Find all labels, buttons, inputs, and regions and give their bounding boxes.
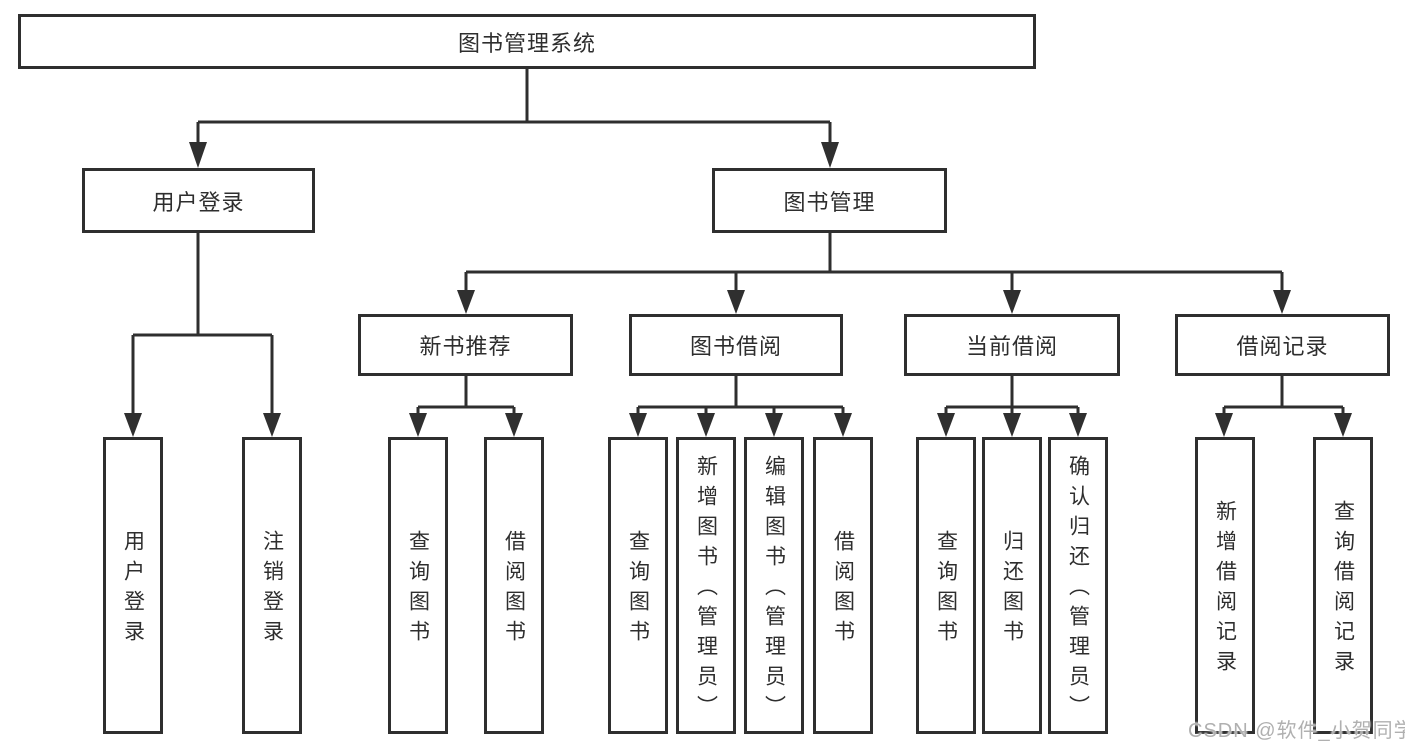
node-borrowing-records: 借阅记录 [1175, 314, 1390, 376]
node-current-borrowing: 当前借阅 [904, 314, 1120, 376]
leaf-current-query-books: 查询图书 [916, 437, 976, 734]
leaf-current-confirm-return-admin: 确认归还（管理员） [1048, 437, 1108, 734]
leaf-borrowing-edit-books-admin: 编辑图书（管理员） [744, 437, 804, 734]
node-root: 图书管理系统 [18, 14, 1036, 69]
leaf-borrowing-add-books-admin: 新增图书（管理员） [676, 437, 736, 734]
node-book-borrowing: 图书借阅 [629, 314, 843, 376]
node-new-book-recommendation: 新书推荐 [358, 314, 573, 376]
node-book-management: 图书管理 [712, 168, 947, 233]
leaf-current-return-books: 归还图书 [982, 437, 1042, 734]
leaf-borrowing-borrow-books: 借阅图书 [813, 437, 873, 734]
leaf-login: 用户登录 [103, 437, 163, 734]
leaf-logout: 注销登录 [242, 437, 302, 734]
leaf-recommend-borrow-books: 借阅图书 [484, 437, 544, 734]
node-user-login: 用户登录 [82, 168, 315, 233]
watermark-text: CSDN @软件_小贺同学 [1188, 720, 1405, 742]
leaf-borrowing-query-books: 查询图书 [608, 437, 668, 734]
leaf-records-add-borrow-record: 新增借阅记录 [1195, 437, 1255, 734]
leaf-records-query-borrow-record: 查询借阅记录 [1313, 437, 1373, 734]
leaf-recommend-query-books: 查询图书 [388, 437, 448, 734]
